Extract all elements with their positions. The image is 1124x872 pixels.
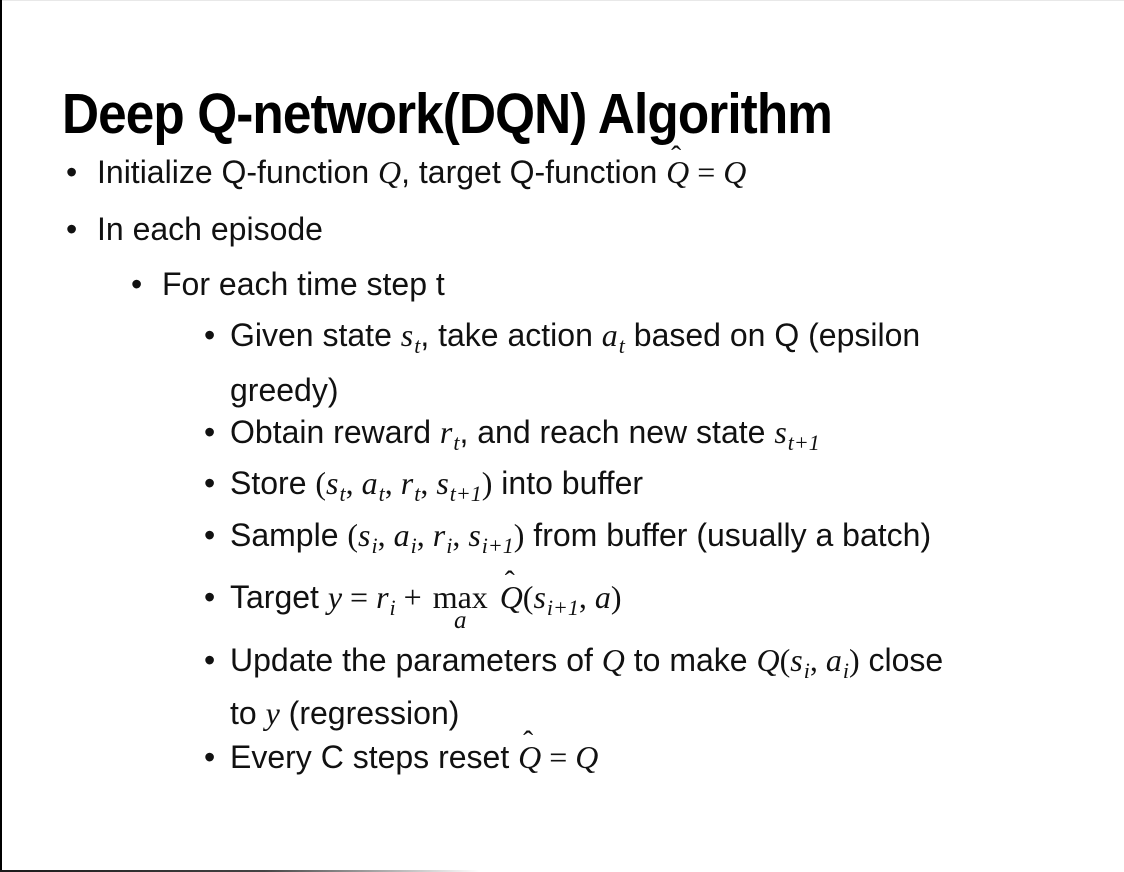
hat-icon: ˆ [523,725,534,758]
bullet-icon: • [204,517,216,553]
bullet-item-obtain-reward: • Obtain reward rt, and reach new state … [204,411,820,464]
slide-bottom-edge [0,870,480,872]
bullet-item-sample-buffer: • Sample (si, ai, ri, si+1) from buffer … [204,514,931,567]
bullet-text: Update the parameters of Q to make Q(si,… [230,642,944,731]
bullet-icon: • [204,739,216,775]
bullet-item-store-buffer: • Store (st, at, rt, st+1) into buffer [204,462,643,515]
bullet-text: Sample (si, ai, ri, si+1) from buffer (u… [230,517,932,558]
bullet-item-initialize: • Initialize Q-function Q, target Q-func… [66,140,746,193]
bullet-item-episode: • In each episode [66,208,323,250]
bullet-icon: • [204,414,216,450]
bullet-text: Obtain reward rt, and reach new state st… [230,414,820,455]
hat-icon: ˆ [671,140,682,173]
slide-title: Deep Q-network(DQN) Algorithm [62,82,833,147]
slide-top-edge [0,0,1124,1]
bullet-text: Store (st, at, rt, st+1) into buffer [230,465,644,506]
bullet-text: For each time step t [162,266,445,302]
bullet-icon: • [204,465,216,501]
bullet-icon: • [66,211,78,247]
bullet-icon: • [204,642,216,678]
bullet-icon: • [204,579,216,615]
hat-icon: ˆ [504,565,515,598]
bullet-item-given-state: • Given state st, take action at based o… [204,313,920,413]
bullet-text: In each episode [97,211,323,247]
bullet-item-update-parameters: • Update the parameters of Q to make Q(s… [204,639,943,734]
bullet-text: Given state st, take action at based on … [230,317,921,408]
bullet-item-timestep: • For each time step t [131,263,445,305]
bullet-icon: • [204,317,216,353]
bullet-icon: • [66,154,78,190]
bullet-text: Initialize Q-function Q, target Q-functi… [97,140,746,193]
slide-left-edge [0,0,2,872]
bullet-icon: • [131,266,143,302]
